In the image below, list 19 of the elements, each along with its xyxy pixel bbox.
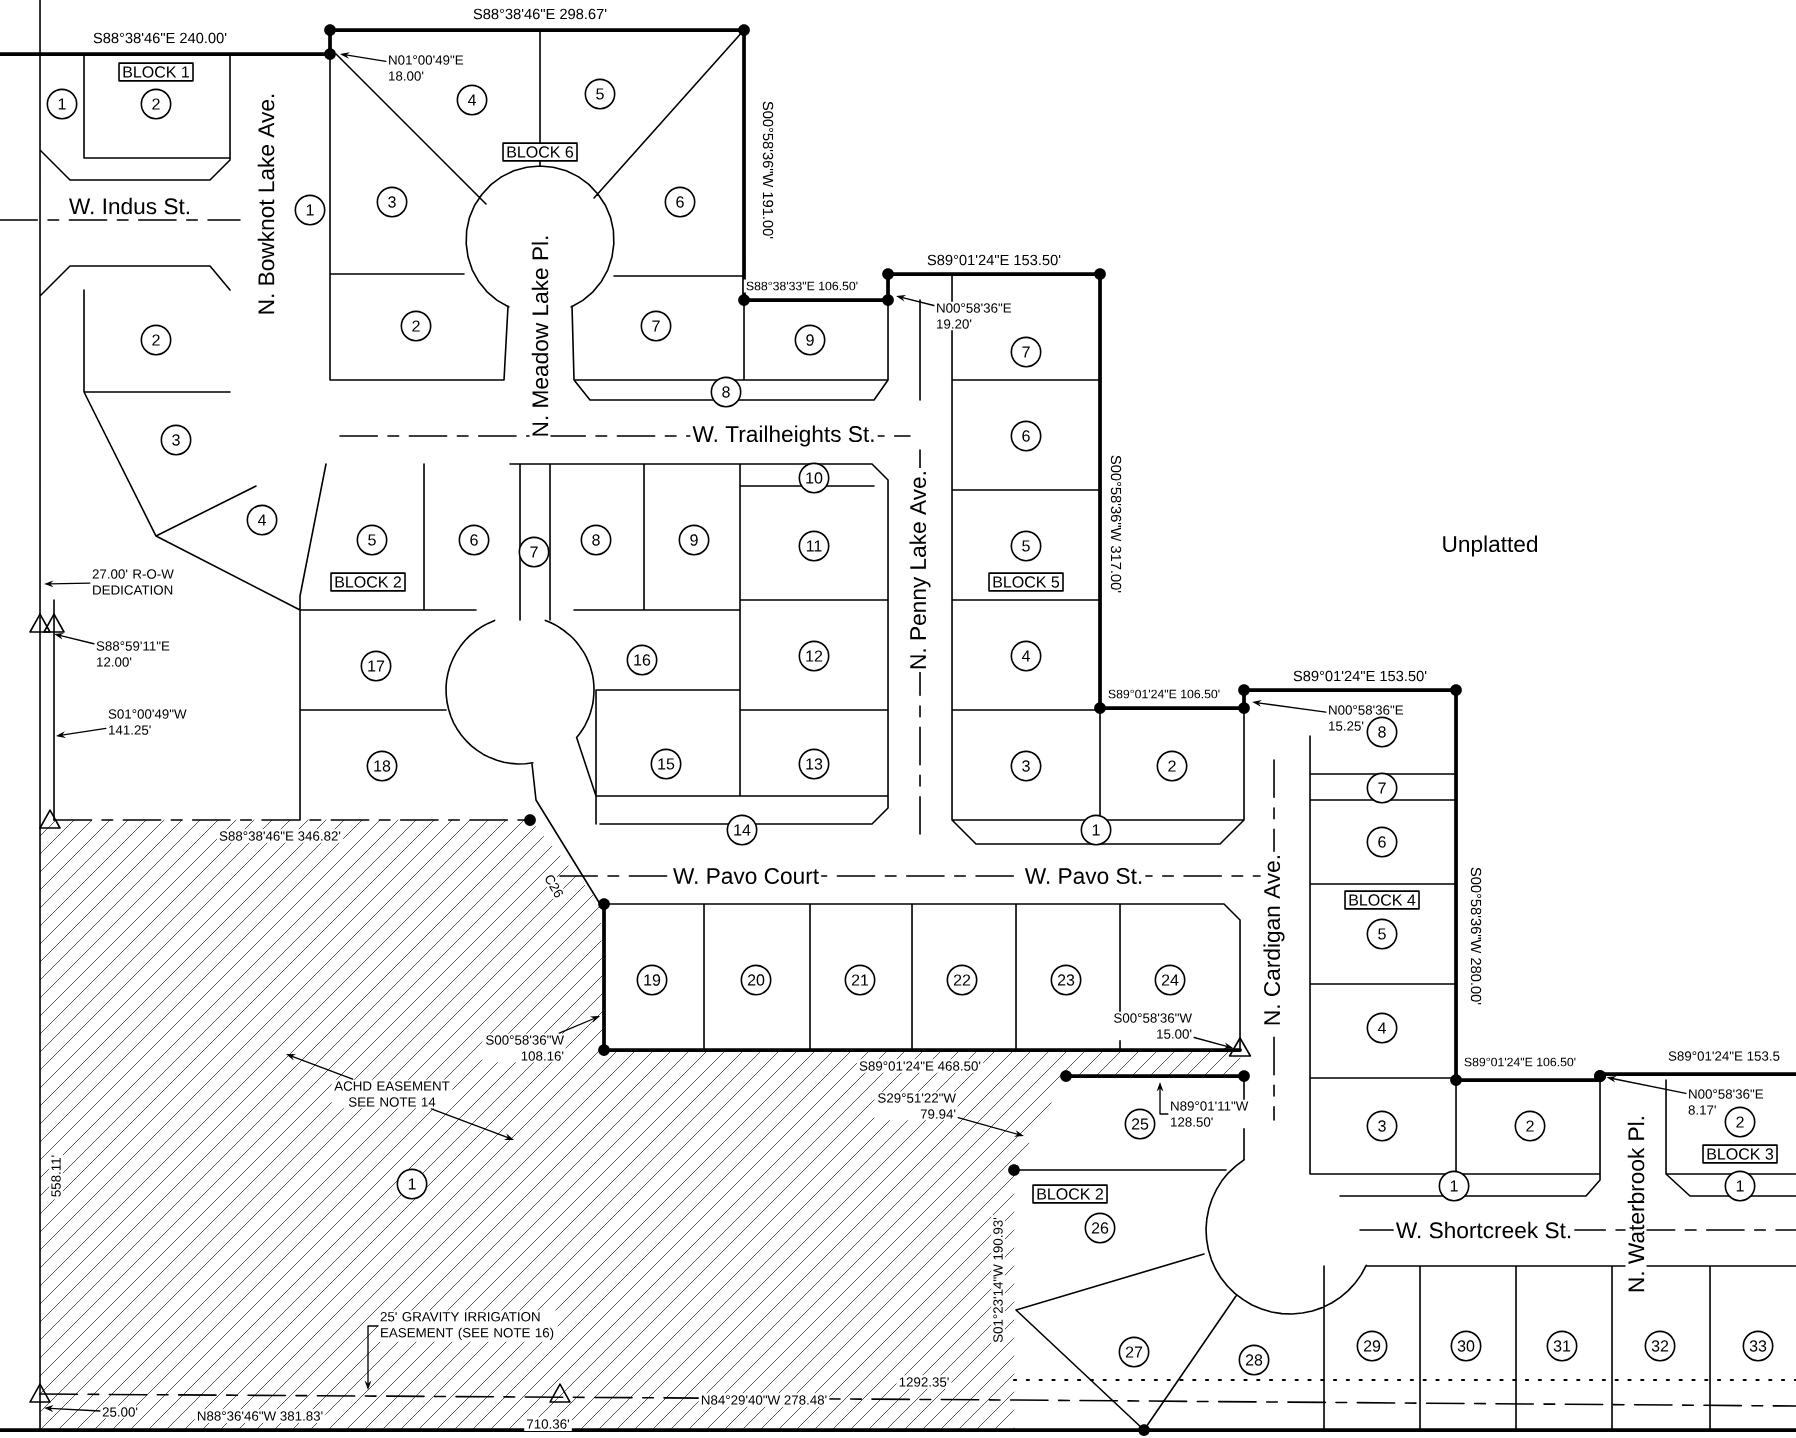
block-label-box: BLOCK 2 [1032,1184,1108,1204]
survey-mark [1228,1037,1252,1057]
street-name: W. Pavo St. [1022,865,1146,887]
street-name: W. Trailheights St. [690,423,878,449]
block-label-box: BLOCK 5 [988,572,1064,592]
block-label-box: BLOCK 2 [330,572,406,592]
street-name: N. Bowknot Lake Ave. [255,90,277,318]
street-name: N. Penny Lake Ave. [907,467,933,673]
block-label-box: BLOCK 1 [118,62,194,82]
street-name: W. Shortcreek St. [1393,1219,1575,1241]
street-name: W. Indus St. [66,195,194,217]
block-label-box: BLOCK 4 [1344,890,1420,910]
street-name: N. Waterbrook Pl. [1625,1112,1647,1296]
block-label-box: BLOCK 3 [1702,1144,1778,1164]
street-name: W. Pavo Court [670,865,822,887]
street-name: N. Meadow Lake Pl. [529,232,551,440]
block-label-box: BLOCK 6 [502,142,578,162]
area-label: Unplatted [1439,533,1541,559]
street-name: N. Cardigan Ave. [1261,851,1287,1029]
